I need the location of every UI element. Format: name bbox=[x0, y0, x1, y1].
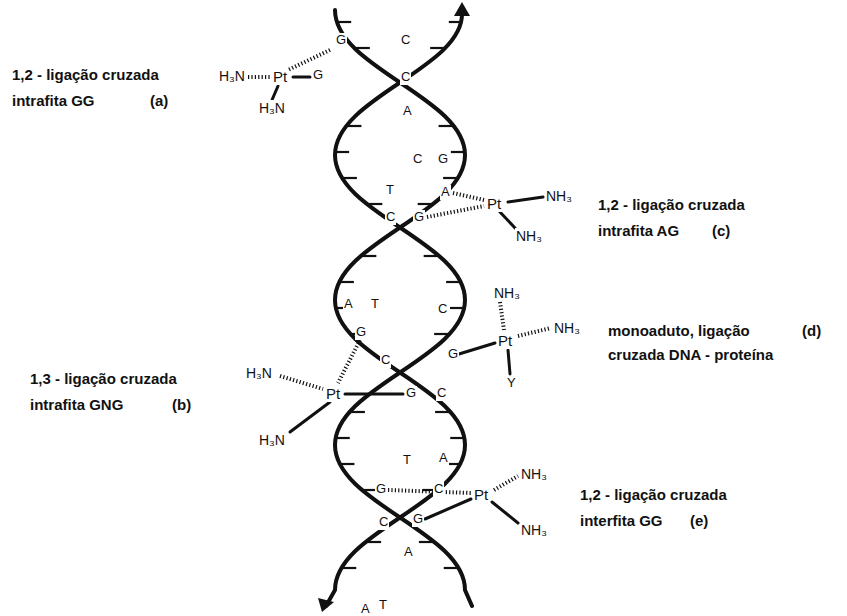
base-tick bbox=[451, 151, 465, 153]
platinum-atom: Pt bbox=[473, 486, 489, 503]
ammine-ligand: H₃N bbox=[258, 100, 286, 116]
adduct-label: (a) bbox=[150, 92, 168, 109]
adduct-label: 1,3 - ligação cruzada bbox=[30, 370, 177, 387]
platinum-atom: Pt bbox=[325, 385, 341, 402]
arrowhead bbox=[454, 2, 470, 16]
base-letter: C bbox=[380, 353, 391, 368]
adduct-label: (c) bbox=[712, 222, 730, 239]
arrowhead bbox=[318, 598, 334, 612]
base-letter: C bbox=[400, 70, 411, 85]
base-letter: T bbox=[370, 297, 380, 312]
base-letter: A bbox=[440, 185, 451, 200]
base-letter: A bbox=[360, 602, 371, 616]
ammine-ligand: NH₃ bbox=[553, 320, 581, 336]
platinum-atom: Pt bbox=[272, 68, 288, 85]
platinum-atom: Pt bbox=[486, 195, 502, 212]
base-letter: G bbox=[437, 152, 449, 167]
adduct-label: 1,2 - ligação cruzada bbox=[580, 486, 727, 503]
pt-bonds bbox=[272, 77, 543, 523]
base-letter: C bbox=[400, 33, 411, 48]
strand bbox=[335, 12, 472, 606]
base-tick bbox=[342, 567, 356, 569]
base-tick bbox=[439, 125, 453, 127]
ammine-ligand: H₃N bbox=[218, 68, 246, 84]
adduct-label: (b) bbox=[172, 396, 191, 413]
base-ticks bbox=[335, 22, 465, 568]
base-letter: C bbox=[385, 210, 396, 225]
base-letter: G bbox=[412, 512, 424, 527]
ammine-ligand: H₃N bbox=[258, 432, 286, 448]
base-letter: G bbox=[355, 325, 367, 340]
base-letter: G bbox=[413, 210, 425, 225]
base-letter: A bbox=[403, 545, 414, 560]
base-tick bbox=[347, 125, 361, 127]
base-letter: G bbox=[312, 68, 324, 83]
base-letter: C bbox=[436, 386, 447, 401]
ammine-ligand: NH₃ bbox=[520, 522, 548, 538]
base-letter: G bbox=[447, 347, 459, 362]
base-letter: C bbox=[378, 515, 389, 530]
adduct-label: intrafita AG bbox=[598, 222, 679, 239]
adduct-label: intrafita GG bbox=[12, 92, 95, 109]
base-tick bbox=[434, 333, 448, 335]
base-letter: C bbox=[412, 152, 423, 167]
base-letter: A bbox=[402, 104, 413, 119]
adduct-label: 1,2 - ligação cruzada bbox=[598, 196, 745, 213]
base-letter: C bbox=[433, 482, 444, 497]
adduct-label: cruzada DNA - proteína bbox=[608, 346, 773, 363]
base-tick bbox=[444, 567, 458, 569]
base-letter: Y bbox=[506, 376, 517, 391]
base-letter: T bbox=[378, 598, 388, 613]
pt-hashed-bonds bbox=[248, 50, 551, 493]
ammine-ligand: NH₃ bbox=[515, 228, 543, 244]
base-letter: A bbox=[438, 451, 449, 466]
adduct-label: monoaduto, ligação bbox=[608, 322, 750, 339]
adduct-label: (d) bbox=[802, 322, 821, 339]
ammine-ligand: H₃N bbox=[245, 365, 273, 381]
base-tick bbox=[435, 411, 449, 413]
ammine-ligand: NH₃ bbox=[520, 466, 548, 482]
adduct-label: 1,2 - ligação cruzada bbox=[12, 66, 159, 83]
adduct-label: (e) bbox=[690, 512, 708, 529]
ammine-ligand: NH₃ bbox=[545, 188, 573, 204]
base-tick bbox=[343, 177, 357, 179]
base-letter: C bbox=[437, 302, 448, 317]
base-letter: T bbox=[385, 183, 395, 198]
base-tick bbox=[351, 411, 365, 413]
ammine-ligand: NH₃ bbox=[493, 285, 521, 301]
base-letter: G bbox=[335, 33, 347, 48]
adduct-label: interfita GG bbox=[580, 512, 663, 529]
platinum-atom: Pt bbox=[497, 332, 513, 349]
base-letter: G bbox=[375, 482, 387, 497]
adduct-label: intrafita GNG bbox=[30, 396, 123, 413]
base-letter: T bbox=[402, 453, 412, 468]
base-tick bbox=[335, 151, 349, 153]
base-tick bbox=[443, 177, 457, 179]
base-letter: A bbox=[343, 297, 354, 312]
base-letter: G bbox=[405, 386, 417, 401]
